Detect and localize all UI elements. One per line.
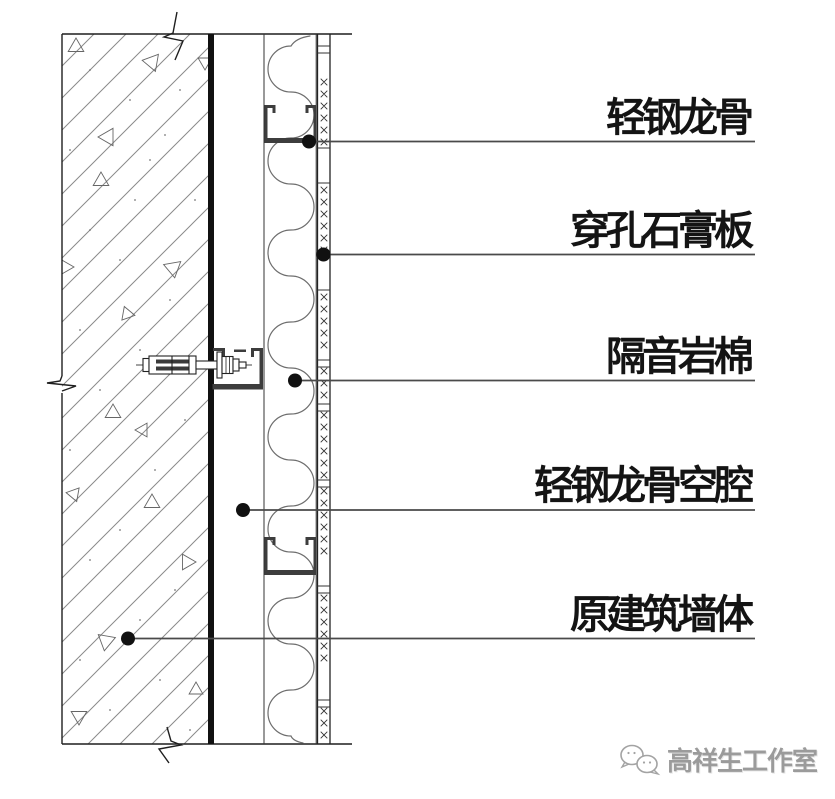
callout-label-light-steel-keel: 轻钢龙骨 (606, 94, 754, 140)
studio-watermark: 高祥生工作室 (619, 741, 818, 778)
leader-dot (288, 373, 302, 388)
gypsum-board-perforation-marks (320, 78, 328, 739)
wall-channel-bracket (212, 348, 263, 390)
studio-watermark-text: 高祥生工作室 (666, 747, 818, 776)
callout-label-original-building-wall: 原建筑墙体 (570, 591, 754, 637)
leader-dot (302, 134, 316, 149)
steel-stud-bottom-section (264, 537, 317, 575)
break-mark-bottom (157, 726, 184, 764)
callout-leaders (121, 134, 755, 646)
original-wall-hatch (62, 34, 208, 744)
callout-label-sound-insulation-rockwool: 隔音岩棉 (606, 333, 754, 379)
gypsum-board-edges (316, 34, 331, 744)
leader-dot (121, 631, 135, 646)
break-mark-top (161, 11, 184, 61)
expansion-anchor-bolt (136, 351, 252, 379)
steel-stud-top-section (264, 105, 317, 143)
callout-label-steel-keel-cavity: 轻钢龙骨空腔 (534, 463, 754, 508)
gypsum-board-joints (317, 45, 330, 708)
wall-face-thick-line (208, 34, 214, 744)
leader-dot (236, 503, 250, 517)
wechat-bubbles-icon (620, 744, 661, 775)
leader-dot (316, 247, 331, 262)
break-mark-left (46, 375, 77, 392)
callout-label-perforated-gypsum-board: 穿孔石膏板 (570, 207, 754, 253)
